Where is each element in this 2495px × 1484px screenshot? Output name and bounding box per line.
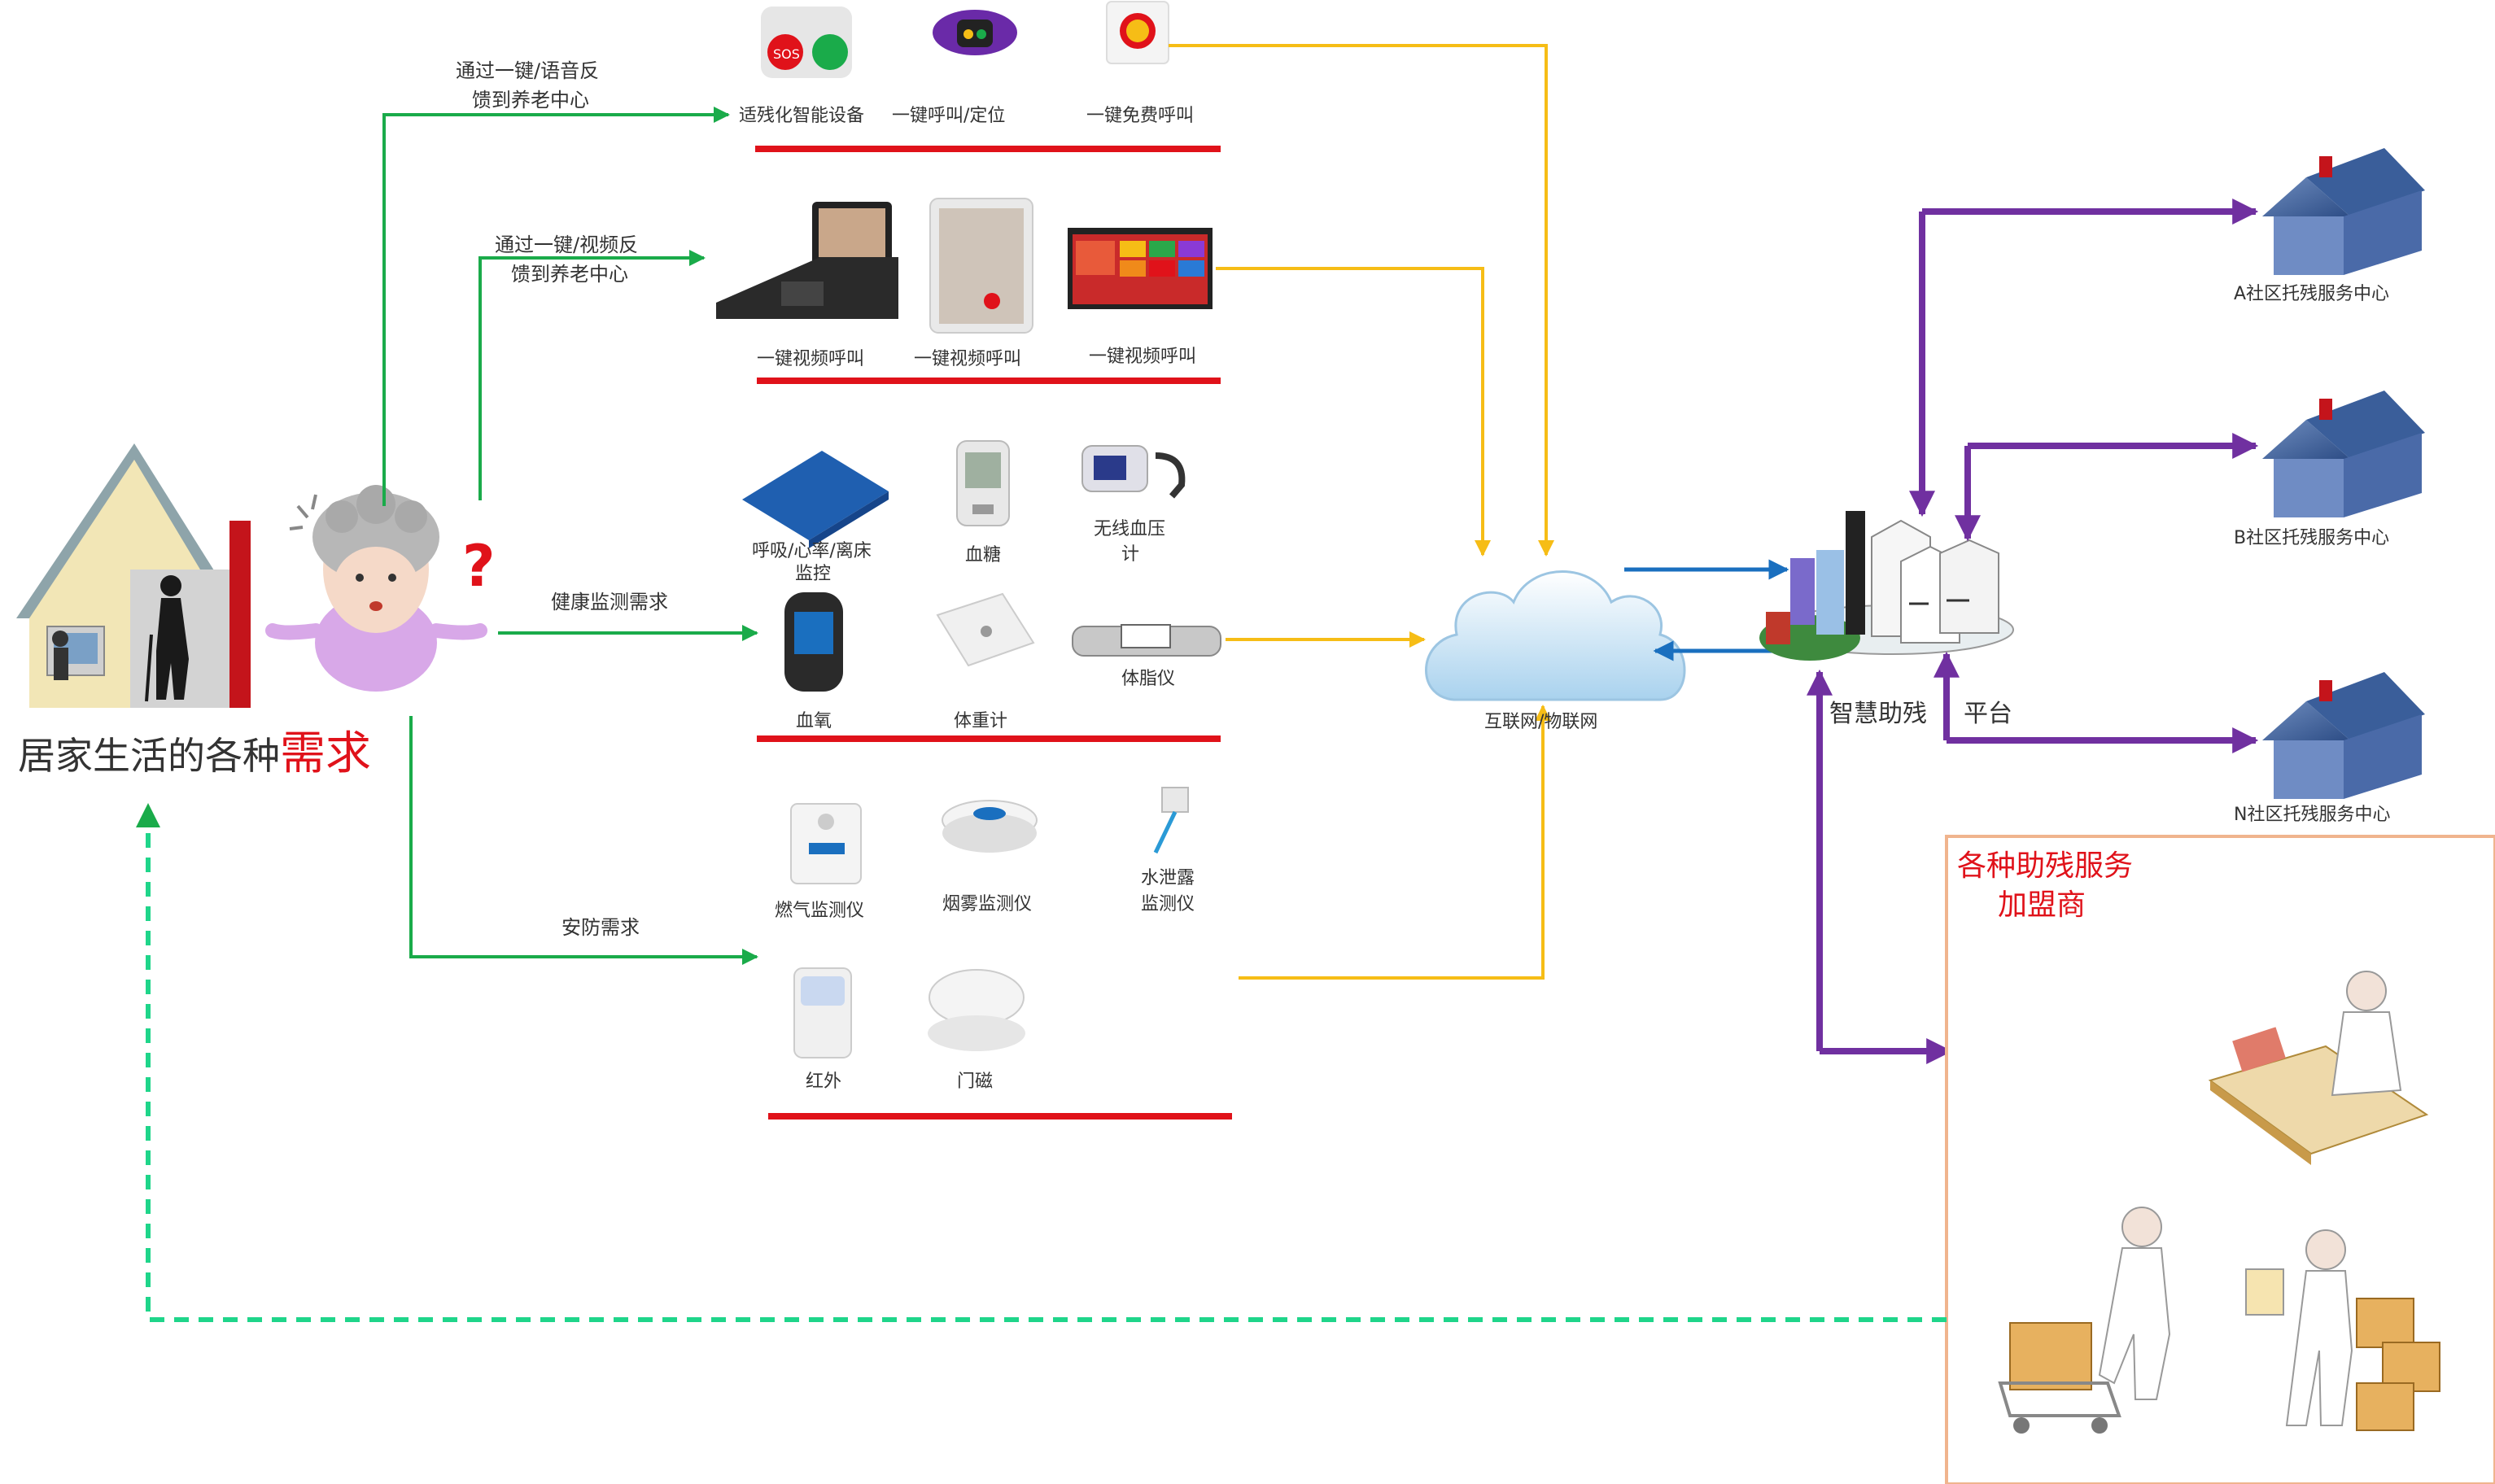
voice-branch-label-2: 馈到养老中心 — [472, 89, 589, 111]
sos-button-icon: SOS — [761, 7, 852, 78]
house-icon — [16, 443, 251, 708]
video-call-label-1: 一键视频呼叫 — [757, 349, 864, 369]
device-label-adapted: 适残化智能设备 — [739, 106, 864, 126]
oximeter-icon — [784, 592, 843, 692]
platform-label-right: 平台 — [1964, 700, 2012, 728]
video-branch-label-1: 通过一键/视频反 — [495, 234, 638, 256]
worker-cart-icon — [1998, 1207, 2171, 1434]
green-connectors — [382, 107, 758, 965]
health-branch-label: 健康监测需求 — [551, 591, 668, 613]
video-call-label-2: 一键视频呼叫 — [914, 349, 1021, 369]
video-branch-label-2: 馈到养老中心 — [511, 263, 628, 286]
security-branch-label: 安防需求 — [561, 916, 640, 939]
city-servers-icon — [1759, 511, 2014, 661]
device-label-call-locate: 一键呼叫/定位 — [892, 106, 1005, 126]
community-house-icon — [2262, 391, 2425, 517]
community-house-icon — [2262, 672, 2425, 799]
glucose-meter-icon — [956, 440, 1010, 526]
device-label-water-2: 监测仪 — [1141, 894, 1195, 914]
wristband-icon — [933, 10, 1017, 55]
cloud-label: 互联网/物联网 — [1484, 712, 1597, 732]
device-label-gas: 燃气监测仪 — [775, 901, 864, 921]
door-sensor-icon — [928, 969, 1025, 1051]
question-mark-icon: ? — [462, 533, 496, 600]
device-label-smoke: 烟雾监测仪 — [942, 894, 1032, 914]
worker-desk-icon — [2208, 971, 2429, 1165]
device-label-bp-1: 无线血压 — [1094, 519, 1165, 539]
device-label-mat-2: 监控 — [795, 564, 831, 584]
feedback-dashed-line — [136, 803, 1947, 1322]
device-label-water-1: 水泄露 — [1141, 868, 1195, 888]
device-label-body-fat: 体脂仪 — [1121, 669, 1175, 689]
device-label-infrared: 红外 — [806, 1072, 841, 1092]
device-label-scale: 体重计 — [954, 711, 1007, 731]
device-label-bp-2: 计 — [1121, 544, 1139, 565]
water-leak-icon — [1153, 787, 1189, 854]
gas-detector-icon — [790, 803, 862, 884]
video-phone-icon — [716, 202, 898, 319]
infrared-sensor-icon — [793, 967, 852, 1058]
purple-connectors — [1807, 199, 2259, 1064]
smoke-detector-icon — [942, 800, 1038, 853]
blue-connectors — [1624, 559, 1789, 661]
weight-scale-icon — [936, 592, 1035, 667]
body-fat-icon — [1072, 624, 1221, 657]
video-call-label-3: 一键视频呼叫 — [1089, 347, 1196, 367]
home-title: 居家生活的各种需求 — [18, 727, 371, 780]
cloud-icon — [1425, 570, 1686, 701]
device-label-oximeter: 血氧 — [796, 711, 832, 731]
device-label-mat-1: 呼吸/心率/离床 — [752, 541, 872, 561]
home-title-emphasis: 需求 — [280, 727, 371, 780]
yellow-connectors — [1169, 44, 1554, 980]
device-label-door: 门磁 — [957, 1072, 993, 1092]
franchise-label-1: 各种助残服务 — [1957, 849, 2133, 883]
voice-branch-label-1: 通过一键/语音反 — [456, 59, 599, 82]
device-label-glucose: 血糖 — [965, 545, 1001, 565]
device-label-free-call: 一键免费呼叫 — [1086, 106, 1194, 126]
center-label-b: B社区托残服务中心 — [2234, 528, 2389, 548]
smart-tv-icon — [1068, 228, 1213, 309]
franchise-label-2: 加盟商 — [1998, 888, 2086, 922]
community-house-icon — [2262, 148, 2425, 275]
center-label-n: N社区托残服务中心 — [2234, 805, 2390, 825]
sos-text: SOS — [773, 46, 800, 62]
free-call-button-icon — [1106, 1, 1169, 64]
smartphone-icon — [929, 198, 1033, 334]
elderly-woman-icon — [265, 485, 487, 692]
worker-boxes-icon — [2245, 1229, 2440, 1431]
center-label-a: A社区托残服务中心 — [2234, 284, 2389, 304]
sleep-mat-icon — [742, 451, 889, 548]
platform-label-left: 智慧助残 — [1829, 700, 1927, 728]
blood-pressure-icon — [1081, 445, 1186, 499]
